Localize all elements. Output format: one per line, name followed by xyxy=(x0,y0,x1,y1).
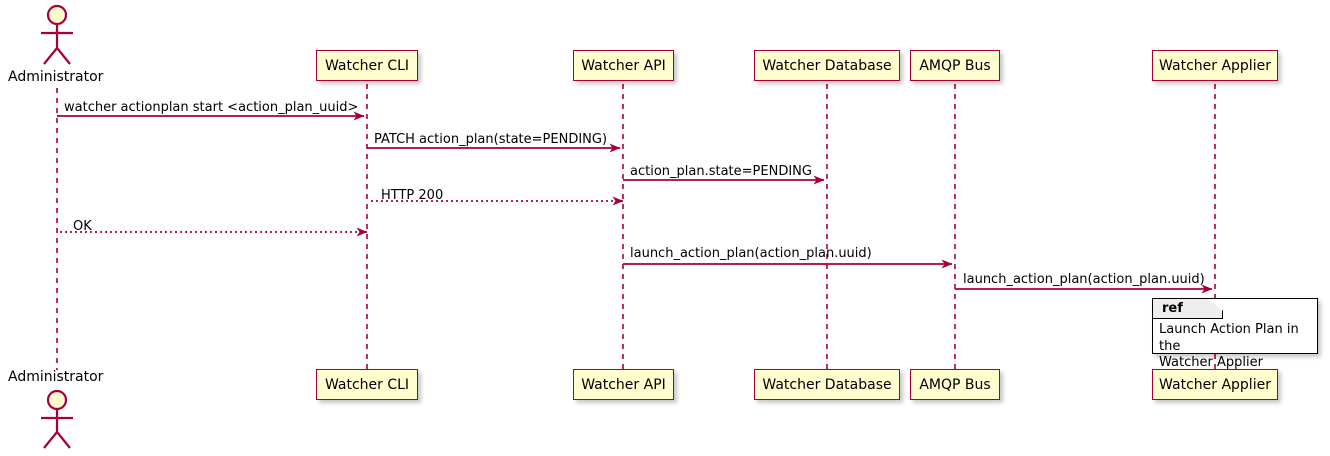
actor-administrator-top xyxy=(41,4,73,65)
participant-box-watcher-cli-bottom[interactable]: Watcher CLI xyxy=(316,369,418,400)
participant-label-watcher-applier: Watcher Applier xyxy=(1159,57,1271,74)
actor-label-administrator-top: Administrator xyxy=(8,69,104,85)
participant-box-amqp-bus-top[interactable]: AMQP Bus xyxy=(910,50,1000,81)
message-label-5: OK xyxy=(73,219,92,234)
participant-box-watcher-api-bottom[interactable]: Watcher API xyxy=(573,369,674,400)
participant-box-watcher-applier-bottom[interactable]: Watcher Applier xyxy=(1152,369,1278,400)
actor-label-administrator-bottom: Administrator xyxy=(8,369,104,385)
participant-box-watcher-api-top[interactable]: Watcher API xyxy=(573,50,674,81)
message-label-2: PATCH action_plan(state=PENDING) xyxy=(374,132,608,147)
message-label-7: launch_action_plan(action_plan.uuid) xyxy=(963,272,1205,287)
message-arrows xyxy=(57,111,1213,294)
participant-label-amqp-bus-bottom: AMQP Bus xyxy=(919,376,991,393)
ref-fragment-tab-label: ref xyxy=(1162,301,1183,316)
participant-box-watcher-database-bottom[interactable]: Watcher Database xyxy=(754,369,900,400)
ref-fragment: ref Launch Action Plan in the Watcher Ap… xyxy=(1152,298,1318,370)
participant-label-watcher-cli-bottom: Watcher CLI xyxy=(324,376,410,393)
participant-label-watcher-cli: Watcher CLI xyxy=(324,57,410,74)
participant-box-watcher-applier-top[interactable]: Watcher Applier xyxy=(1152,50,1278,81)
participant-box-watcher-database-top[interactable]: Watcher Database xyxy=(754,50,900,81)
message-label-3: action_plan.state=PENDING xyxy=(630,164,812,179)
participant-label-watcher-database-bottom: Watcher Database xyxy=(762,376,892,393)
lifelines xyxy=(56,84,1216,370)
participant-label-amqp-bus: AMQP Bus xyxy=(919,57,991,74)
participant-box-watcher-cli-top[interactable]: Watcher CLI xyxy=(316,50,418,81)
message-label-4: HTTP 200 xyxy=(381,188,444,203)
message-label-6: launch_action_plan(action_plan.uuid) xyxy=(630,246,872,261)
participant-label-watcher-applier-bottom: Watcher Applier xyxy=(1159,376,1271,393)
ref-fragment-tab: ref xyxy=(1153,299,1223,319)
ref-fragment-text: Launch Action Plan in the Watcher Applie… xyxy=(1159,322,1299,371)
message-label-1: watcher actionplan start <action_plan_uu… xyxy=(64,100,359,115)
participant-box-amqp-bus-bottom[interactable]: AMQP Bus xyxy=(910,369,1000,400)
actor-administrator-bottom xyxy=(41,389,73,449)
participant-label-watcher-database: Watcher Database xyxy=(762,57,892,74)
participant-label-watcher-api: Watcher API xyxy=(581,57,666,74)
participant-label-watcher-api-bottom: Watcher API xyxy=(581,376,666,393)
